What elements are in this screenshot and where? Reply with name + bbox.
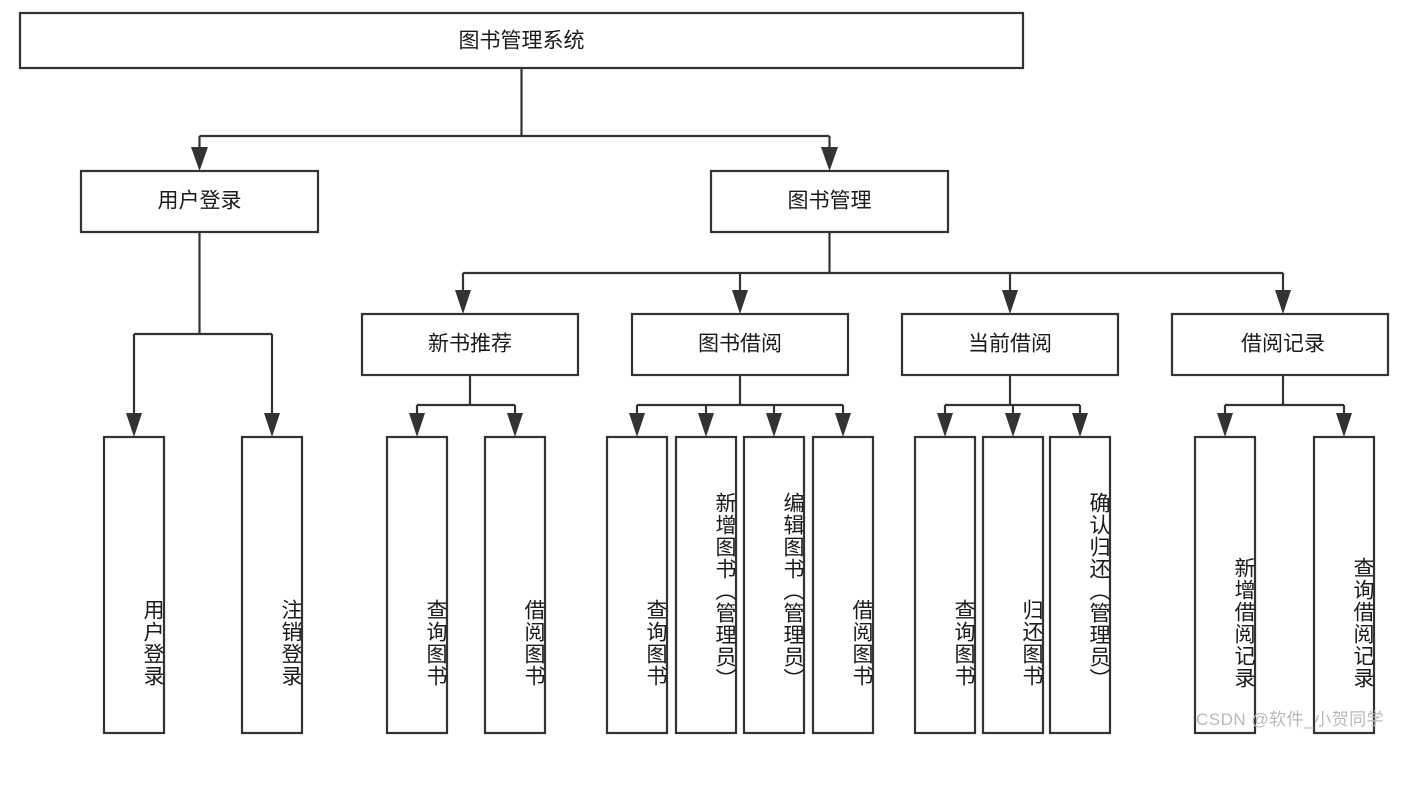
leaf-boxes-group xyxy=(102,435,1376,735)
node-leaf-query-borrow-record-box[interactable] xyxy=(1312,435,1376,735)
arrow-head-borrow-record xyxy=(1275,290,1291,314)
node-leaf-borrow-book-recommend-box[interactable] xyxy=(483,435,547,735)
csdn-watermark: CSDN @软件_小贺同学 xyxy=(1196,710,1385,729)
arrow-head-leaf-borrow-book-recommend xyxy=(507,413,523,437)
arrow-head-leaf-add-borrow-record xyxy=(1217,413,1233,437)
arrow-head-leaf-query-borrow-record xyxy=(1336,413,1352,437)
arrow-head-leaf-confirm-return xyxy=(1072,413,1088,437)
connector-group-book-borrow xyxy=(629,375,851,437)
connector-group-book-management xyxy=(455,232,1291,314)
node-root-box[interactable] xyxy=(18,11,1025,70)
node-leaf-borrow-book-box[interactable] xyxy=(811,435,875,735)
arrow-head-book-management xyxy=(821,147,838,171)
connector-group-borrow-record xyxy=(1217,375,1352,437)
node-leaf-edit-book-box[interactable] xyxy=(742,435,806,735)
arrow-head-user-login xyxy=(191,147,208,171)
node-leaf-query-book-current-box[interactable] xyxy=(913,435,977,735)
node-new-book-recommend-box[interactable] xyxy=(360,312,580,377)
node-book-borrow-box[interactable] xyxy=(630,312,850,377)
node-root[interactable]: 图书管理系统 xyxy=(18,11,1025,70)
arrow-head-leaf-edit-book xyxy=(766,413,782,437)
arrow-head-leaf-add-book xyxy=(698,413,714,437)
connector-group-new-book-recommend xyxy=(409,375,523,437)
arrow-head-leaf-query-book-recommend xyxy=(409,413,425,437)
arrow-head-leaf-query-book-borrow xyxy=(629,413,645,437)
node-borrow-record-label: 借阅记录 xyxy=(1241,333,1325,356)
diagram-canvas-root: 图书管理系统 用户登录 图书管理 新书推荐 图书借阅 当前借阅 借阅记录 xyxy=(18,11,1390,735)
arrow-head-current-borrow xyxy=(1002,290,1018,314)
node-leaf-add-borrow-record-box[interactable] xyxy=(1193,435,1257,735)
node-book-management-label: 图书管理 xyxy=(788,190,872,213)
node-leaf-add-book-box[interactable] xyxy=(674,435,738,735)
node-user-login-label: 用户登录 xyxy=(158,190,242,213)
node-borrow-record[interactable]: 借阅记录 xyxy=(1170,312,1390,377)
arrow-head-new-book-recommend xyxy=(455,290,471,314)
node-leaf-logout-box[interactable] xyxy=(240,435,304,735)
node-book-borrow-label: 图书借阅 xyxy=(698,333,782,356)
node-current-borrow[interactable]: 当前借阅 xyxy=(900,312,1120,377)
node-current-borrow-box[interactable] xyxy=(900,312,1120,377)
node-user-login[interactable]: 用户登录 xyxy=(79,169,320,234)
arrow-head-leaf-user-login xyxy=(126,413,142,437)
node-root-label: 图书管理系统 xyxy=(459,30,585,53)
arrow-head-leaf-return-book xyxy=(1005,413,1021,437)
node-book-management[interactable]: 图书管理 xyxy=(709,169,950,234)
node-borrow-record-box[interactable] xyxy=(1170,312,1390,377)
node-new-book-recommend-label: 新书推荐 xyxy=(428,333,512,356)
arrow-head-book-borrow xyxy=(732,290,748,314)
node-book-borrow[interactable]: 图书借阅 xyxy=(630,312,850,377)
node-leaf-user-login-box[interactable] xyxy=(102,435,166,735)
node-leaf-return-book-box[interactable] xyxy=(981,435,1045,735)
node-current-borrow-label: 当前借阅 xyxy=(968,333,1052,356)
node-leaf-query-book-recommend-box[interactable] xyxy=(385,435,449,735)
node-new-book-recommend[interactable]: 新书推荐 xyxy=(360,312,580,377)
node-book-management-box[interactable] xyxy=(709,169,950,234)
node-leaf-confirm-return-box[interactable] xyxy=(1048,435,1112,735)
hierarchy-diagram: 图书管理系统 用户登录 图书管理 新书推荐 图书借阅 当前借阅 借阅记录 xyxy=(18,11,1390,735)
arrow-head-leaf-borrow-book xyxy=(835,413,851,437)
connector-group-current-borrow xyxy=(937,375,1088,437)
connector-group-user-login xyxy=(126,232,280,437)
node-leaf-query-book-borrow-box[interactable] xyxy=(605,435,669,735)
arrow-head-leaf-query-book-current xyxy=(937,413,953,437)
arrow-head-leaf-logout xyxy=(264,413,280,437)
connector-group-root xyxy=(191,68,838,171)
node-user-login-box[interactable] xyxy=(79,169,320,234)
